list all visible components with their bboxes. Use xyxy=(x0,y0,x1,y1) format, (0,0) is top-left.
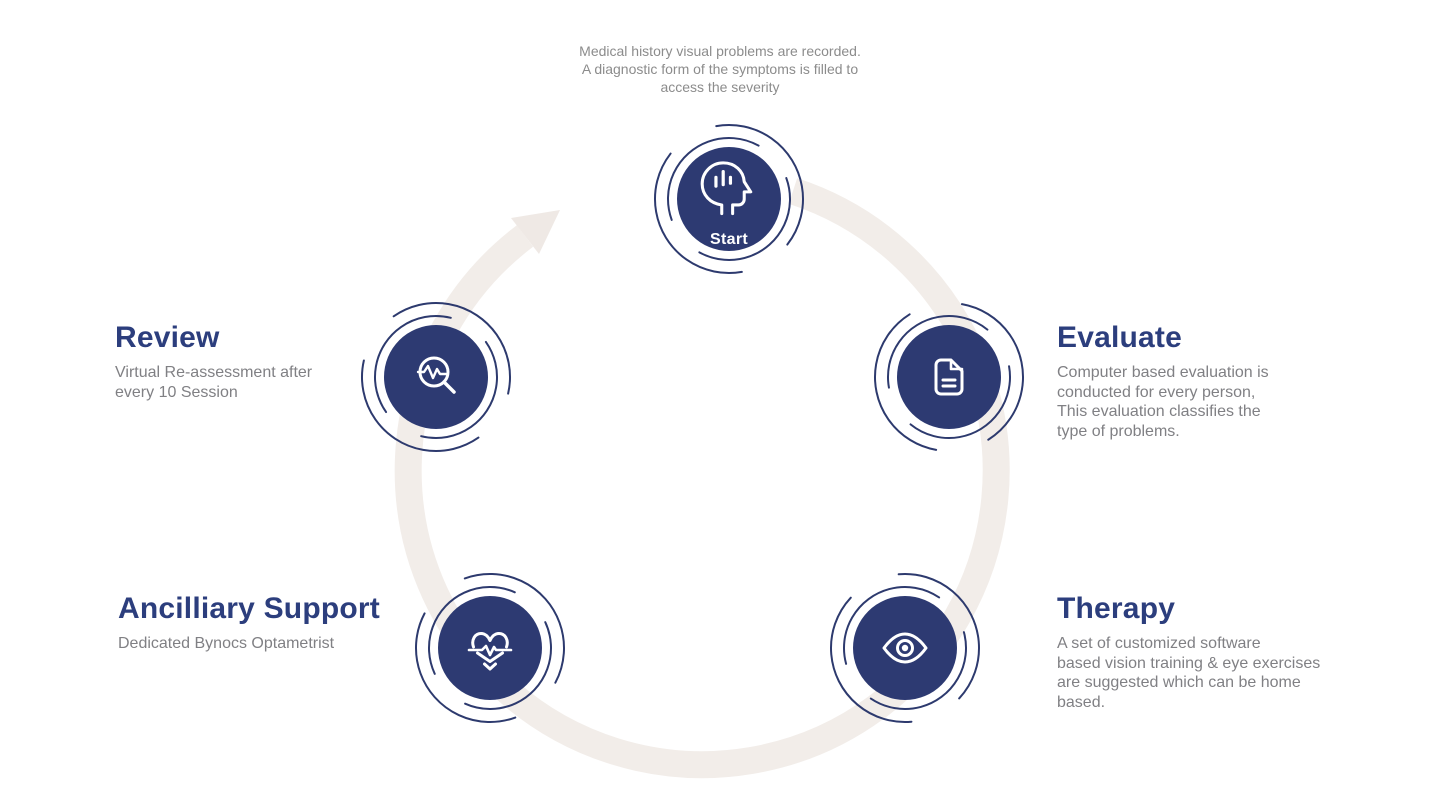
heart-pulse-icon xyxy=(467,632,513,671)
ancilliary-support-text-block: Ancilliary Support Dedicated Bynocs Opta… xyxy=(118,592,428,654)
therapy-title: Therapy xyxy=(1057,592,1176,625)
head-voice-icon xyxy=(700,161,753,216)
cycle-arrowhead-icon xyxy=(511,210,560,254)
search-pulse-icon xyxy=(416,356,456,394)
node-therapy xyxy=(815,558,995,738)
review-text-block: Review Virtual Re-assessment after every… xyxy=(115,321,365,402)
therapy-description: A set of customized software based visio… xyxy=(1057,635,1321,711)
ancilliary-support-description: Dedicated Bynocs Optametrist xyxy=(118,635,335,652)
eye-icon xyxy=(882,632,928,664)
review-description: Virtual Re-assessment after every 10 Ses… xyxy=(115,364,313,401)
node-evaluate xyxy=(859,287,1039,467)
outer-ring-arcs xyxy=(874,302,1024,452)
review-title: Review xyxy=(115,321,220,354)
outer-ring-arcs xyxy=(654,124,804,274)
outer-ring-arcs xyxy=(414,573,565,723)
therapy-text-block: Therapy A set of customized software bas… xyxy=(1057,592,1357,712)
ancilliary-circle xyxy=(438,596,542,700)
inner-ring-arcs xyxy=(667,137,791,261)
evaluate-description: Computer based evaluation is conducted f… xyxy=(1057,364,1269,440)
inner-ring-arcs xyxy=(374,314,498,439)
node-review xyxy=(346,287,526,467)
review-circle xyxy=(384,325,488,429)
ancilliary-support-title: Ancilliary Support xyxy=(118,592,380,625)
start-circle xyxy=(677,147,781,251)
inner-ring-arcs xyxy=(843,586,967,710)
inner-ring-arcs xyxy=(887,315,1011,439)
evaluate-circle xyxy=(897,325,1001,429)
node-ancilliary-support xyxy=(400,558,580,738)
start-label: Start xyxy=(710,231,748,248)
node-start: Start xyxy=(639,109,819,289)
inner-ring-arcs xyxy=(428,586,552,710)
evaluate-title: Evaluate xyxy=(1057,321,1182,354)
outer-ring-arcs xyxy=(830,573,980,723)
outer-ring-arcs xyxy=(361,302,512,452)
evaluate-text-block: Evaluate Computer based evaluation is co… xyxy=(1057,321,1337,441)
document-icon xyxy=(934,358,964,396)
diagram-caption: Medical history visual problems are reco… xyxy=(579,43,861,95)
